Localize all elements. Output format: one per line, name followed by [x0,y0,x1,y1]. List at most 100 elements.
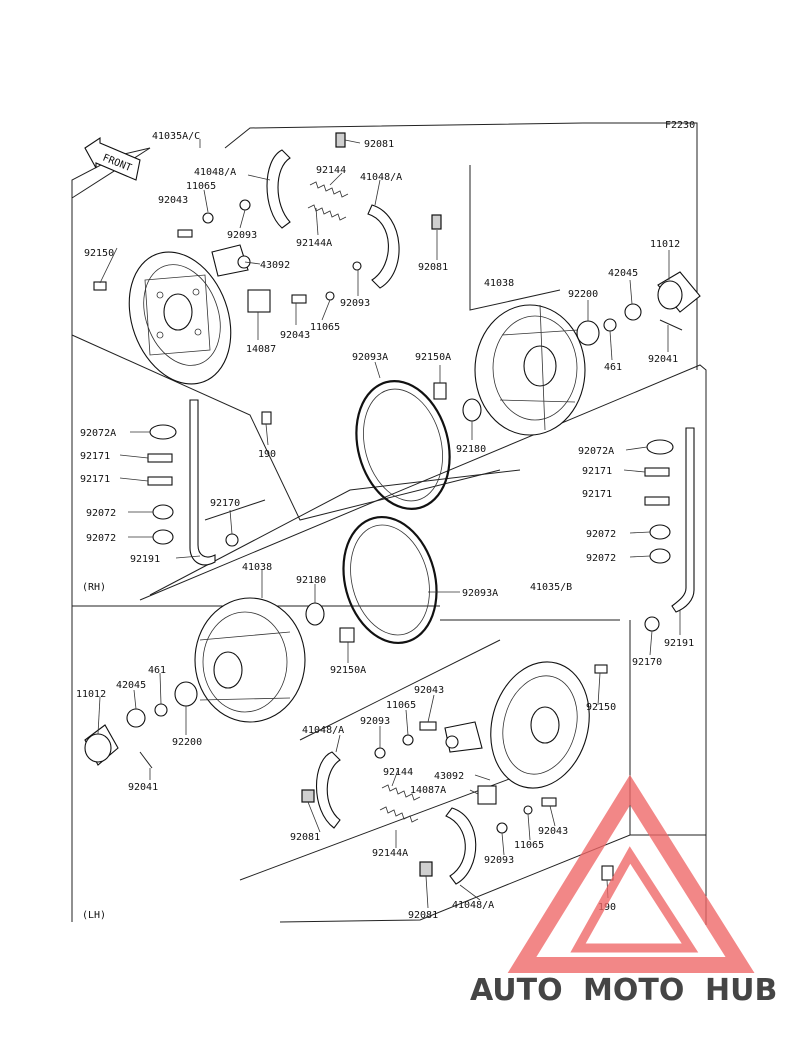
label-lh-41038: 41038 [242,562,272,573]
lh-oring-92180 [305,602,325,626]
rh-wheel-cylinder [211,244,251,277]
lh-washer-461 [154,703,168,717]
label-41048a: 41048/A [194,167,236,178]
label-42045: 42045 [608,268,638,279]
lh-pad-92081b [419,861,433,877]
label-lh-41035b: 41035/B [530,582,572,593]
rh-seal-92093a [355,380,451,510]
lh-pin-92043b [541,797,557,807]
rh-pin-92043 [177,229,193,238]
lh-spring-92144 [381,784,421,801]
frame-lines [71,122,707,925]
label-lh-11012: 11012 [76,689,106,700]
lh-brake-shoe-upper [316,751,341,829]
figure-code: F2230 [665,120,695,131]
label-92170: 92170 [210,498,240,509]
label-11065-b: 11065 [310,322,340,333]
rh-clamp-92072a [149,424,177,440]
rh-cotter-pin-92041 [659,319,683,331]
watermark-auto: AUTO [470,973,563,1008]
label-92043-b: 92043 [280,330,310,341]
label-lh-92093a: 92093A [462,588,498,599]
label-lh-92043: 92043 [414,685,444,696]
label-lh-14087a: 14087A [410,785,446,796]
label-92150a: 92150A [415,352,451,363]
label-190: 190 [258,449,276,460]
label-lh-41048a-b: 41048/A [452,900,494,911]
label-lh-92144a: 92144A [372,848,408,859]
label-lh-11065-b: 11065 [514,840,544,851]
rh-bracket-14087 [247,289,271,313]
rh-plate-92171a [147,453,173,463]
lh-bolt-190 [601,865,614,881]
rh-labels: 41035A/C 92081 41048/A 92144 41048/A 110… [80,131,680,565]
lh-cotter-pin-92041 [139,751,153,769]
label-lh-92180: 92180 [296,575,326,586]
label-lh-92200: 92200 [172,737,202,748]
label-92093: 92093 [227,230,257,241]
lh-wheel-cylinder [444,721,483,753]
label-92043: 92043 [158,195,188,206]
label-lh-92041: 92041 [128,782,158,793]
lh-bolt-92150a [339,627,355,643]
label-92093a: 92093A [352,352,388,363]
label-lh-43092: 43092 [434,771,464,782]
lh-backing-plate [490,661,590,789]
lh-washer-92093a [374,747,386,759]
leader-lines [97,139,681,909]
lh-spring-92144a [379,806,419,823]
watermark-moto: MOTO [583,973,684,1008]
rh-pad-92081-upper [335,132,346,148]
rh-bolt-92150 [93,281,107,291]
rh-bolt-190 [261,411,272,425]
label-lh-92144: 92144 [383,767,413,778]
rh-washer-92093 [239,199,251,211]
label-92180: 92180 [456,444,486,455]
lh-pin-92043a [419,721,437,731]
rh2-labels: 92072A 92171 92171 92072 92072 92191 921… [578,446,694,668]
rh-brake-drum [474,304,586,436]
label-92072-r: 92072 [586,529,616,540]
label-lh-92150: 92150 [586,702,616,713]
lh-pad-92081a [301,789,315,803]
rh-nut-11065 [202,212,214,224]
lh-labels: 41038 92180 92093A 41035/B 461 42045 110… [76,562,616,921]
lh-washer-92200 [174,681,198,707]
rh-nut-42045 [624,303,642,321]
rh-pad-92081-lower [431,214,442,230]
label-92150: 92150 [84,248,114,259]
label-41035ac: 41035A/C [152,131,200,142]
rh-clamp-92072-b [152,529,174,545]
label-92072-b: 92072 [86,533,116,544]
label-lh-190: 190 [598,902,616,913]
label-lh-11065: 11065 [386,700,416,711]
label-14087: 14087 [246,344,276,355]
label-43092: 43092 [260,260,290,271]
label-lh-461: 461 [148,665,166,676]
label-11065: 11065 [186,181,216,192]
rh-section-label: (RH) [82,582,106,593]
rh-bolt-92150a [433,382,447,400]
lh-washer-92093b [496,822,508,834]
label-92144a: 92144A [296,238,332,249]
label-92072a: 92072A [80,428,116,439]
label-461: 461 [604,362,622,373]
rh2-parts [644,427,695,632]
label-lh-92081: 92081 [290,832,320,843]
rh-washer-92200 [576,320,600,346]
lh-brake-drum [194,597,306,723]
automotohub-watermark-logo: AUTO MOTO HUB [470,774,777,1008]
label-92081: 92081 [364,139,394,150]
label-92144: 92144 [316,165,346,176]
lh-parts [84,515,614,885]
label-11012: 11012 [650,239,680,250]
label-92191: 92191 [130,554,160,565]
label-41038: 41038 [484,278,514,289]
rh-nut-11065b [325,291,335,301]
label-lh-42045: 42045 [116,680,146,691]
lh-section-label: (LH) [82,910,106,921]
rh-hose-92191 [189,399,216,566]
lh-bolt-92150 [594,664,608,674]
